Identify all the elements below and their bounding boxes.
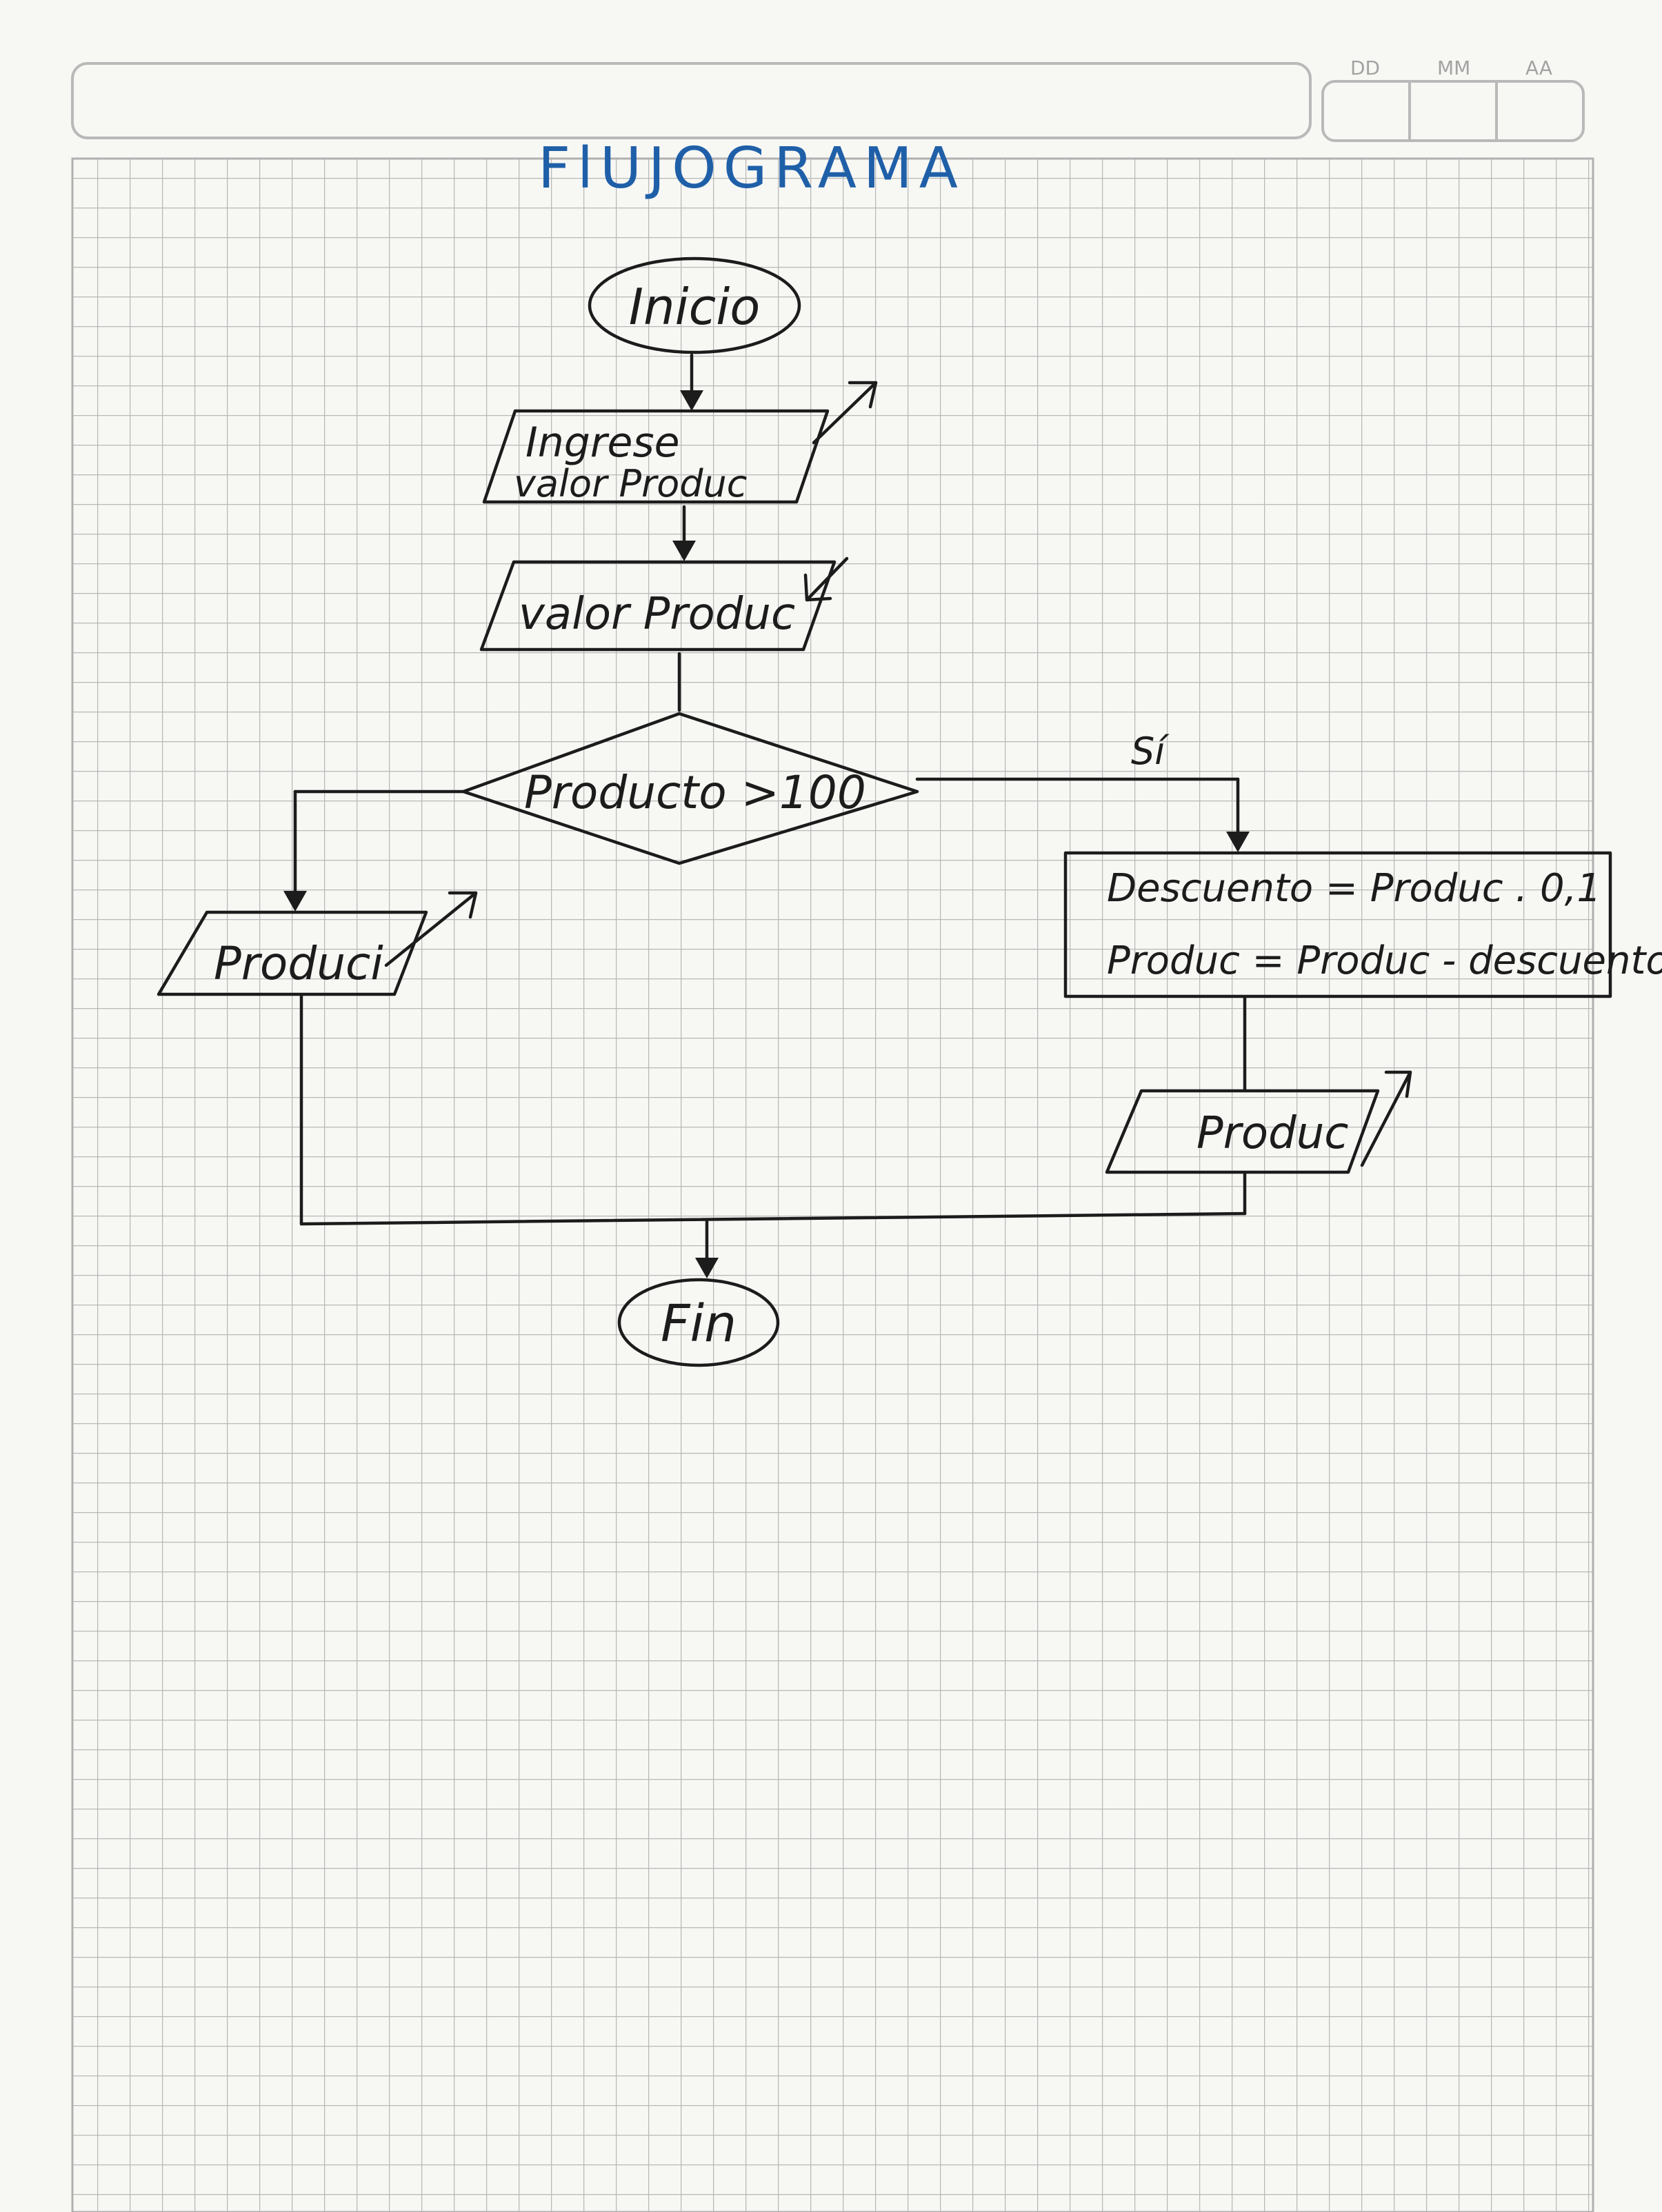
merge-line	[299, 1211, 1247, 1226]
date-label-dd: DD	[1350, 57, 1380, 79]
diagram-title: FlUJOGRAMA	[538, 136, 965, 201]
input-prompt-shape	[482, 409, 830, 504]
output-marker-head	[448, 891, 478, 919]
date-label-mm: MM	[1437, 57, 1470, 79]
process-box	[1063, 851, 1612, 998]
output-yes-label: Produc	[1197, 1108, 1348, 1159]
output-marker-arrow	[1360, 1070, 1412, 1167]
grid-area	[71, 157, 1594, 2212]
output-yes-shape	[1105, 1089, 1380, 1174]
arrowhead	[1226, 832, 1250, 852]
process-line1: Descuento = Produc . 0,1	[1107, 866, 1601, 911]
start-label: Inicio	[629, 278, 761, 336]
end-label: Fin	[661, 1294, 737, 1354]
output-no-shape	[157, 910, 428, 996]
decision-diamond	[461, 712, 919, 865]
process-line2: Produc = Produc - descuento	[1107, 938, 1662, 983]
end-terminator	[617, 1278, 780, 1367]
input-read-shape	[479, 560, 837, 652]
date-header-field	[1321, 80, 1585, 142]
input-marker-arrow	[805, 556, 849, 602]
name-header-field	[71, 62, 1312, 139]
output-marker-head	[1384, 1070, 1412, 1098]
input-prompt-line2: valor Produc	[514, 462, 747, 505]
arrowhead	[672, 541, 696, 561]
yes-label: Sí	[1131, 730, 1170, 773]
start-terminator	[588, 257, 801, 354]
input-prompt-line1: Ingrese	[525, 419, 680, 467]
arrowhead	[283, 891, 307, 912]
output-marker-head	[848, 381, 878, 409]
output-no-label: Produci	[214, 937, 383, 990]
input-marker-head	[803, 573, 832, 602]
output-marker-arrow	[812, 381, 878, 445]
arrowhead	[695, 1258, 719, 1278]
decision-label: Producto >100	[524, 766, 866, 819]
output-marker-arrow	[384, 891, 478, 967]
input-read-label: valor Produc	[519, 589, 795, 640]
date-label-aa: AA	[1525, 57, 1552, 79]
arrowhead	[680, 390, 703, 411]
